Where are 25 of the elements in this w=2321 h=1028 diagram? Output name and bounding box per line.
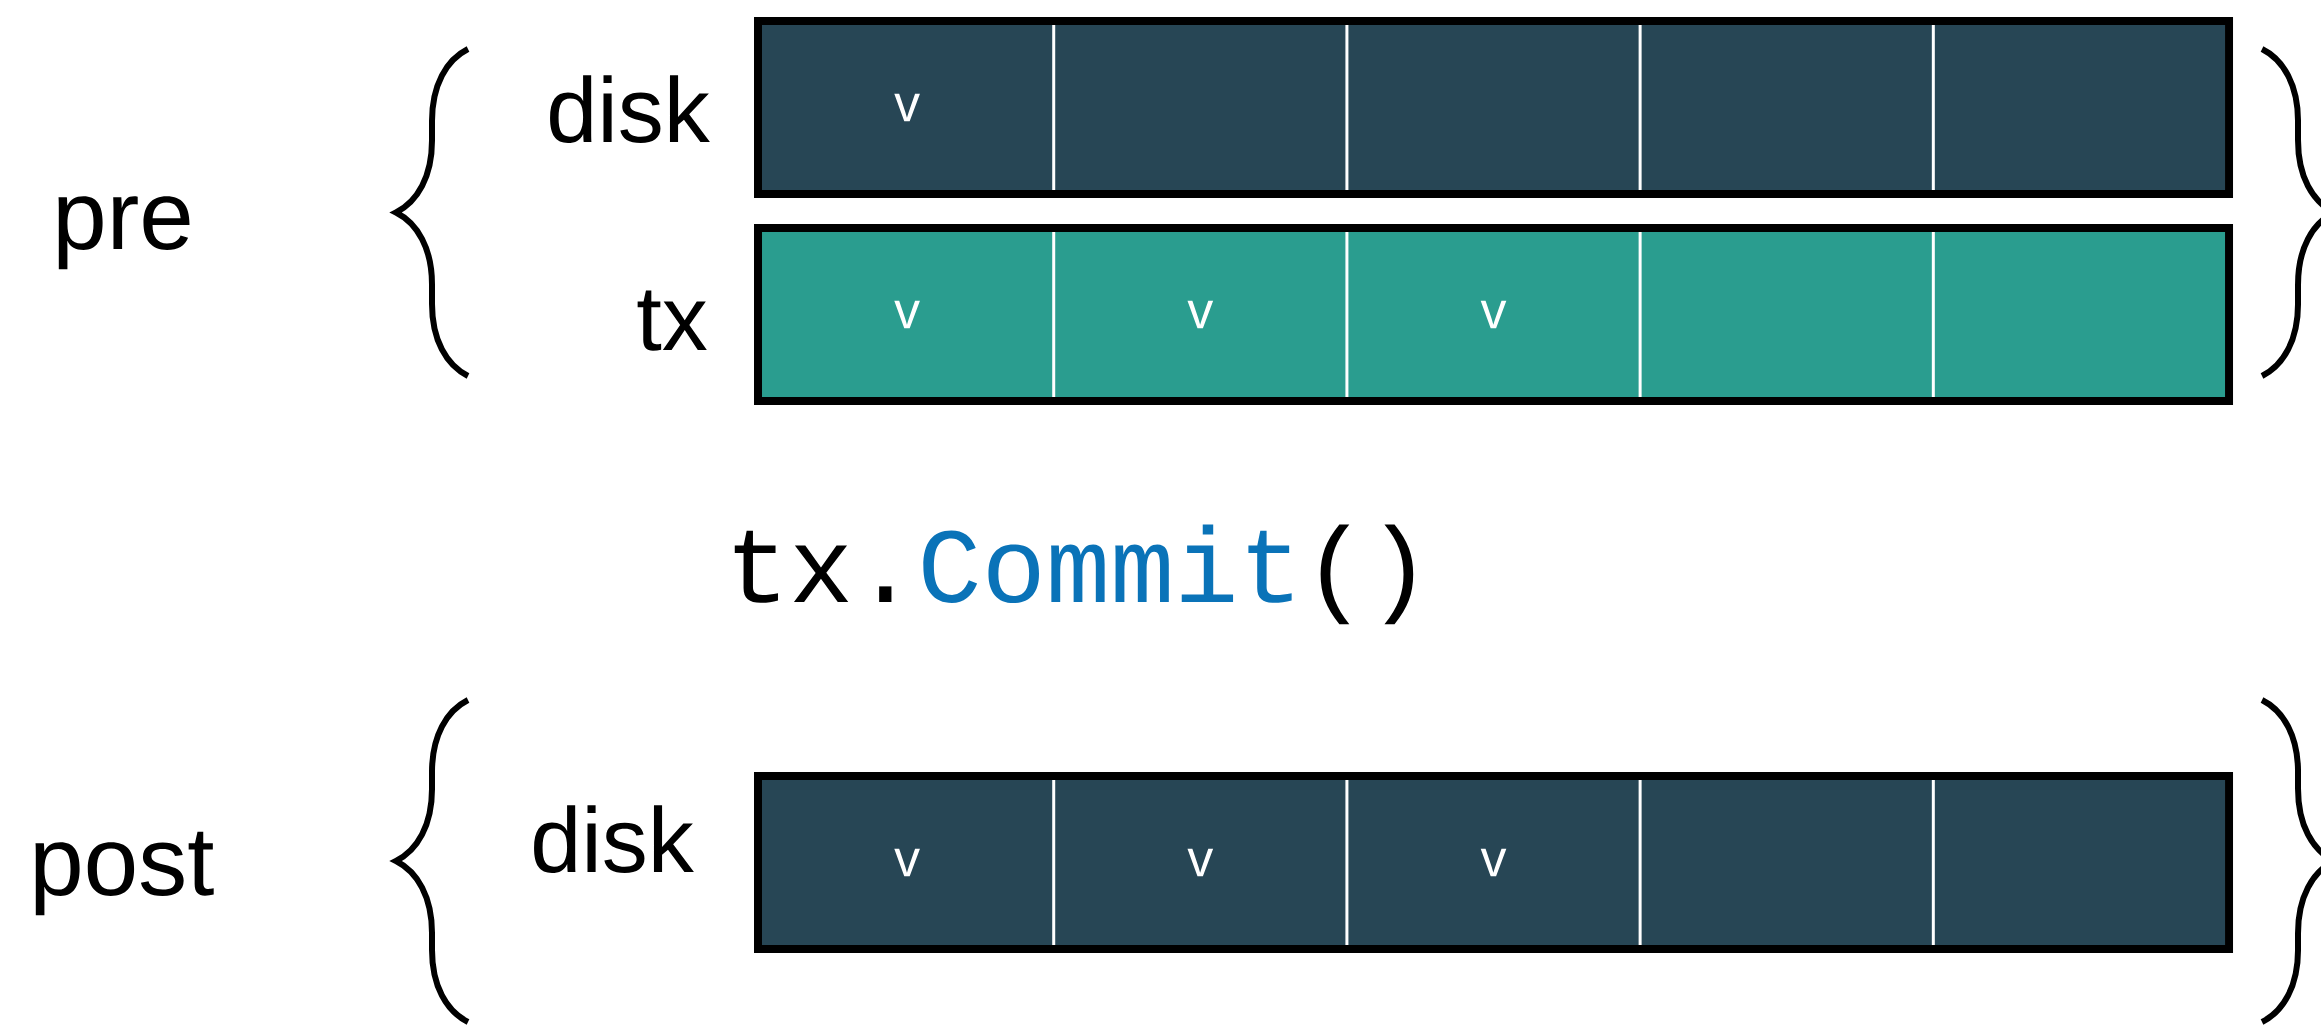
- row-label: pre: [58, 196, 190, 270]
- cell: v: [762, 780, 1053, 945]
- code-text: Commit: [923, 524, 1292, 604]
- empty-cell: [1934, 232, 2226, 397]
- row-label: post: [35, 831, 214, 916]
- cell: v: [1348, 232, 1639, 397]
- cell: v: [1055, 780, 1346, 945]
- code-text: (): [1320, 524, 1414, 625]
- cell: v: [1055, 232, 1346, 397]
- cell: v: [762, 25, 1053, 190]
- bar-label: disk: [550, 75, 710, 143]
- bar: [754, 224, 2234, 405]
- empty-cell: [1348, 25, 1639, 190]
- empty-cell: [1641, 780, 1932, 945]
- empty-cell: [1934, 25, 2226, 190]
- empty-cell: [1055, 25, 1346, 190]
- cell: v: [762, 232, 1053, 397]
- code-text: tx.: [734, 530, 892, 603]
- empty-cell: [1641, 25, 1932, 190]
- bar-label: tx: [637, 290, 707, 351]
- bar: [754, 17, 2234, 198]
- empty-cell: [1641, 232, 1932, 397]
- cell: v: [1348, 780, 1639, 945]
- empty-cell: [1934, 780, 2226, 945]
- bar: [754, 772, 2234, 953]
